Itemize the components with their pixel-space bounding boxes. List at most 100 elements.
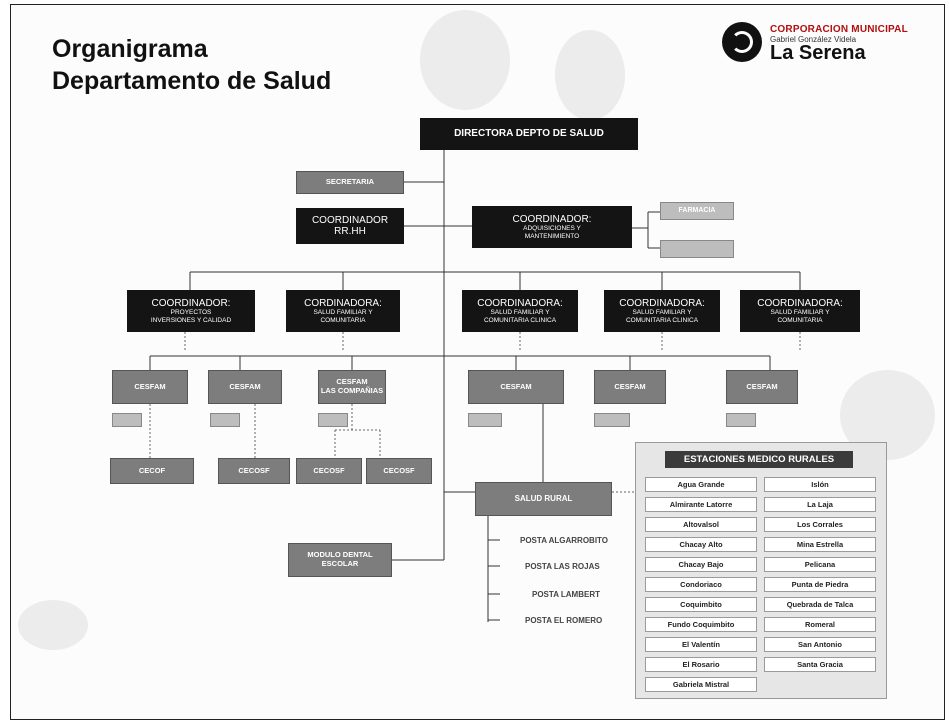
posta-item: POSTA ALGARROBITO — [520, 536, 608, 545]
estacion-item: Islón — [764, 477, 876, 492]
estacion-item: Mina Estrella — [764, 537, 876, 552]
estacion-item: Gabriela Mistral — [645, 677, 757, 692]
estacion-item: El Valentín — [645, 637, 757, 652]
node-sapu-4 — [468, 413, 502, 427]
node-coordinadora-2: COORDINADORA: SALUD FAMILIAR Y COMUNITAR… — [462, 290, 578, 332]
node-coordinador-adquisiciones-l2: ADQUISICIONES Y — [523, 225, 581, 233]
node-secretaria-label: SECRETARIA — [325, 177, 375, 187]
node-cesfam-4: CESFAM — [468, 370, 564, 404]
node-modulo-dental: MODULO DENTAL ESCOLAR — [288, 543, 392, 577]
node-cesfam-5: CESFAM — [594, 370, 666, 404]
node-sapu-6 — [726, 413, 756, 427]
node-coordinadora-1-l2: SALUD FAMILIAR Y — [313, 309, 373, 317]
node-coordinadora-2-l2: SALUD FAMILIAR Y — [490, 309, 550, 317]
node-cecosf-3-label: CECOSF — [313, 465, 345, 475]
node-farmacia-label: FARMACIA — [678, 206, 716, 214]
node-coordinadora-3-l1: COORDINADORA: — [619, 297, 705, 309]
node-mantenimiento-unit — [660, 240, 734, 258]
node-coordinador-adquisiciones-l1: COORDINADOR: — [512, 213, 592, 225]
node-coordinadora-4-l1: COORDINADORA: — [757, 297, 843, 309]
node-cesfam-3-l2: LAS COMPAÑIAS — [320, 386, 384, 395]
node-cesfam-1: CESFAM — [112, 370, 188, 404]
node-coordinadora-3-l3: COMUNITARIA CLINICA — [625, 316, 699, 324]
estacion-item: Altovalsol — [645, 517, 757, 532]
estacion-item: Condoriaco — [645, 577, 757, 592]
node-salud-rural-label: SALUD RURAL — [514, 494, 573, 504]
node-coordinador-adquisiciones: COORDINADOR: ADQUISICIONES Y MANTENIMIEN… — [472, 206, 632, 248]
node-cecosf-4: CECOSF — [366, 458, 432, 484]
node-coordinador-rrhh-l2: RR.HH — [334, 226, 366, 237]
node-secretaria: SECRETARIA — [296, 171, 404, 194]
node-cecof-1-label: CECOF — [138, 465, 166, 475]
node-sapu-2 — [210, 413, 240, 427]
posta-item: POSTA LAMBERT — [532, 590, 600, 599]
posta-item: POSTA EL ROMERO — [525, 616, 603, 625]
node-directora: DIRECTORA DEPTO DE SALUD — [420, 118, 638, 150]
estacion-item: Pelicana — [764, 557, 876, 572]
estacion-item: Chacay Bajo — [645, 557, 757, 572]
node-cecosf-3: CECOSF — [296, 458, 362, 484]
node-farmacia: FARMACIA — [660, 202, 734, 220]
estacion-item: Romeral — [764, 617, 876, 632]
node-coordinadora-1-l1: CORDINADORA: — [304, 297, 382, 309]
node-cecof-1: CECOF — [110, 458, 194, 484]
node-coordinador-adquisiciones-l3: MANTENIMIENTO — [524, 232, 580, 240]
node-cesfam-5-l1: CESFAM — [614, 381, 646, 391]
node-coordinadora-1: CORDINADORA: SALUD FAMILIAR Y COMUNITARI… — [286, 290, 400, 332]
page-title-line2: Departamento de Salud — [52, 67, 332, 95]
background-decoration — [18, 600, 88, 650]
node-coordinadora-2-l3: COMUNITARIA CLINICA — [483, 316, 557, 324]
estacion-item: Punta de Piedra — [764, 577, 876, 592]
node-coordinador-rrhh: COORDINADOR RR.HH — [296, 208, 404, 244]
node-coordinadora-3: COORDINADORA: SALUD FAMILIAR Y COMUNITAR… — [604, 290, 720, 332]
node-modulo-dental-l1: MODULO DENTAL — [307, 550, 373, 560]
node-coordinadora-4-l3: COMUNITARIA — [777, 316, 823, 324]
node-cesfam-2: CESFAM — [208, 370, 282, 404]
node-sapu-1 — [112, 413, 142, 427]
estacion-item: Los Corrales — [764, 517, 876, 532]
node-salud-rural: SALUD RURAL — [475, 482, 612, 516]
node-coordinadora-1-l3: COMUNITARIA — [320, 316, 366, 324]
estacion-item: Chacay Alto — [645, 537, 757, 552]
node-coordinadora-2-l1: COORDINADORA: — [477, 297, 563, 309]
node-coordinador-proyectos-l2: PROYECTOS — [170, 309, 212, 317]
logo-text-city: La Serena — [770, 42, 866, 64]
posta-item: POSTA LAS ROJAS — [525, 562, 600, 571]
node-coordinador-rrhh-l1: COORDINADOR — [311, 214, 389, 226]
node-cesfam-4-l1: CESFAM — [500, 381, 532, 391]
page-title-line1: Organigrama — [52, 35, 208, 63]
estacion-item: Coquimbito — [645, 597, 757, 612]
estacion-item: Fundo Coquimbito — [645, 617, 757, 632]
estacion-item: Santa Gracia — [764, 657, 876, 672]
estaciones-title: ESTACIONES MEDICO RURALES — [665, 451, 853, 468]
estacion-item: El Rosario — [645, 657, 757, 672]
node-cecosf-2: CECOSF — [218, 458, 290, 484]
node-cesfam-3: CESFAM LAS COMPAÑIAS — [318, 370, 386, 404]
swirl-logo-icon — [722, 22, 762, 62]
node-coordinador-proyectos: COORDINADOR: PROYECTOS INVERSIONES Y CAL… — [127, 290, 255, 332]
node-coordinadora-3-l2: SALUD FAMILIAR Y — [632, 309, 692, 317]
estacion-item: Agua Grande — [645, 477, 757, 492]
node-coordinador-proyectos-l3: INVERSIONES Y CALIDAD — [150, 316, 232, 324]
background-decoration — [555, 30, 625, 120]
node-cesfam-3-l1: CESFAM — [336, 377, 368, 387]
node-modulo-dental-l2: ESCOLAR — [321, 559, 359, 568]
node-coordinador-proyectos-l1: COORDINADOR: — [151, 297, 231, 309]
estacion-item: Quebrada de Talca — [764, 597, 876, 612]
node-cecosf-2-label: CECOSF — [238, 465, 270, 475]
node-cesfam-2-l1: CESFAM — [229, 381, 261, 391]
logo-text-corporacion: CORPORACION MUNICIPAL — [770, 24, 908, 35]
node-coordinadora-4: COORDINADORA: SALUD FAMILIAR Y COMUNITAR… — [740, 290, 860, 332]
node-sapu-5 — [594, 413, 630, 427]
node-coordinadora-4-l2: SALUD FAMILIAR Y — [770, 309, 830, 317]
node-cesfam-1-l1: CESFAM — [134, 381, 166, 391]
estacion-item: La Laja — [764, 497, 876, 512]
node-sapu-3 — [318, 413, 348, 427]
node-directora-label: DIRECTORA DEPTO DE SALUD — [454, 128, 604, 140]
logo-text-name: Gabriel González Videla — [770, 35, 857, 44]
node-cesfam-6: CESFAM — [726, 370, 798, 404]
estacion-item: San Antonio — [764, 637, 876, 652]
node-cesfam-6-l1: CESFAM — [746, 381, 778, 391]
node-cecosf-4-label: CECOSF — [383, 465, 415, 475]
